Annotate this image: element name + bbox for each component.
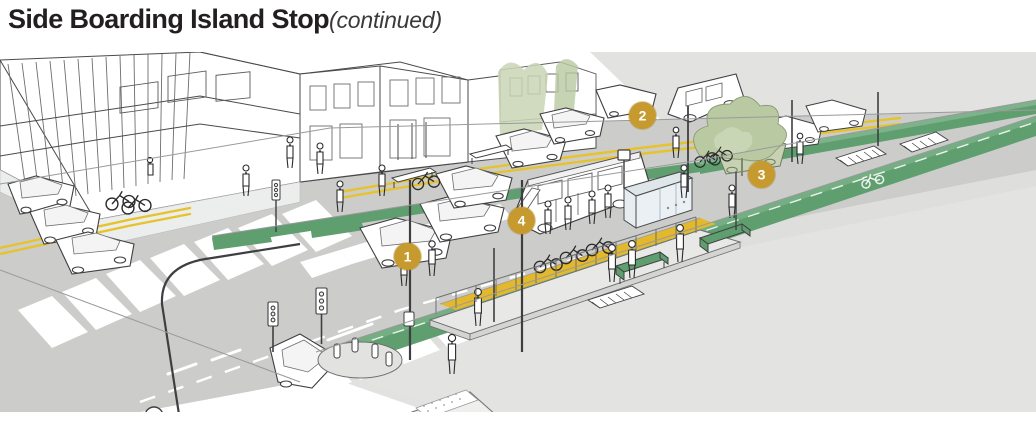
street-illustration-svg (0, 52, 1036, 412)
parked-bicycles (105, 146, 733, 274)
title-bar: Side Boarding Island Stop(continued) (0, 0, 1036, 52)
callout-marker-1[interactable]: 1 (394, 243, 421, 270)
tactile-warning-strip (440, 218, 716, 310)
page-title-suffix: (continued) (329, 7, 442, 33)
callout-marker-1-label: 1 (403, 248, 412, 264)
curb-lines (0, 99, 1036, 383)
callout-marker-3-label: 3 (757, 166, 766, 182)
bike-crossing-patch-2 (310, 216, 364, 238)
curb-ramp (411, 389, 494, 412)
page-title-main: Side Boarding Island Stop (8, 4, 330, 34)
loading-zone-markings (586, 131, 950, 309)
callout-marker-2-label: 2 (638, 107, 647, 123)
bus-shelter (622, 171, 694, 229)
street-illustration: 1 2 3 4 (0, 52, 1036, 412)
street-trees (693, 96, 787, 176)
transit-bus-far (667, 73, 745, 123)
callout-marker-4[interactable]: 4 (508, 207, 535, 234)
lane-dashes (139, 238, 641, 404)
bike-lane-divider (329, 121, 1036, 355)
bollard-island (317, 337, 403, 379)
benches (390, 144, 752, 284)
street-furniture (145, 92, 879, 412)
parked-cars-left (7, 175, 135, 275)
bike-crossing-patch (212, 228, 272, 250)
background-trees (498, 59, 578, 134)
island-railing (435, 216, 697, 314)
callout-marker-3[interactable]: 3 (748, 161, 775, 188)
callout-marker-4-label: 4 (517, 212, 526, 228)
callout-marker-2[interactable]: 2 (629, 102, 656, 129)
page-title: Side Boarding Island Stop(continued) (8, 4, 442, 35)
